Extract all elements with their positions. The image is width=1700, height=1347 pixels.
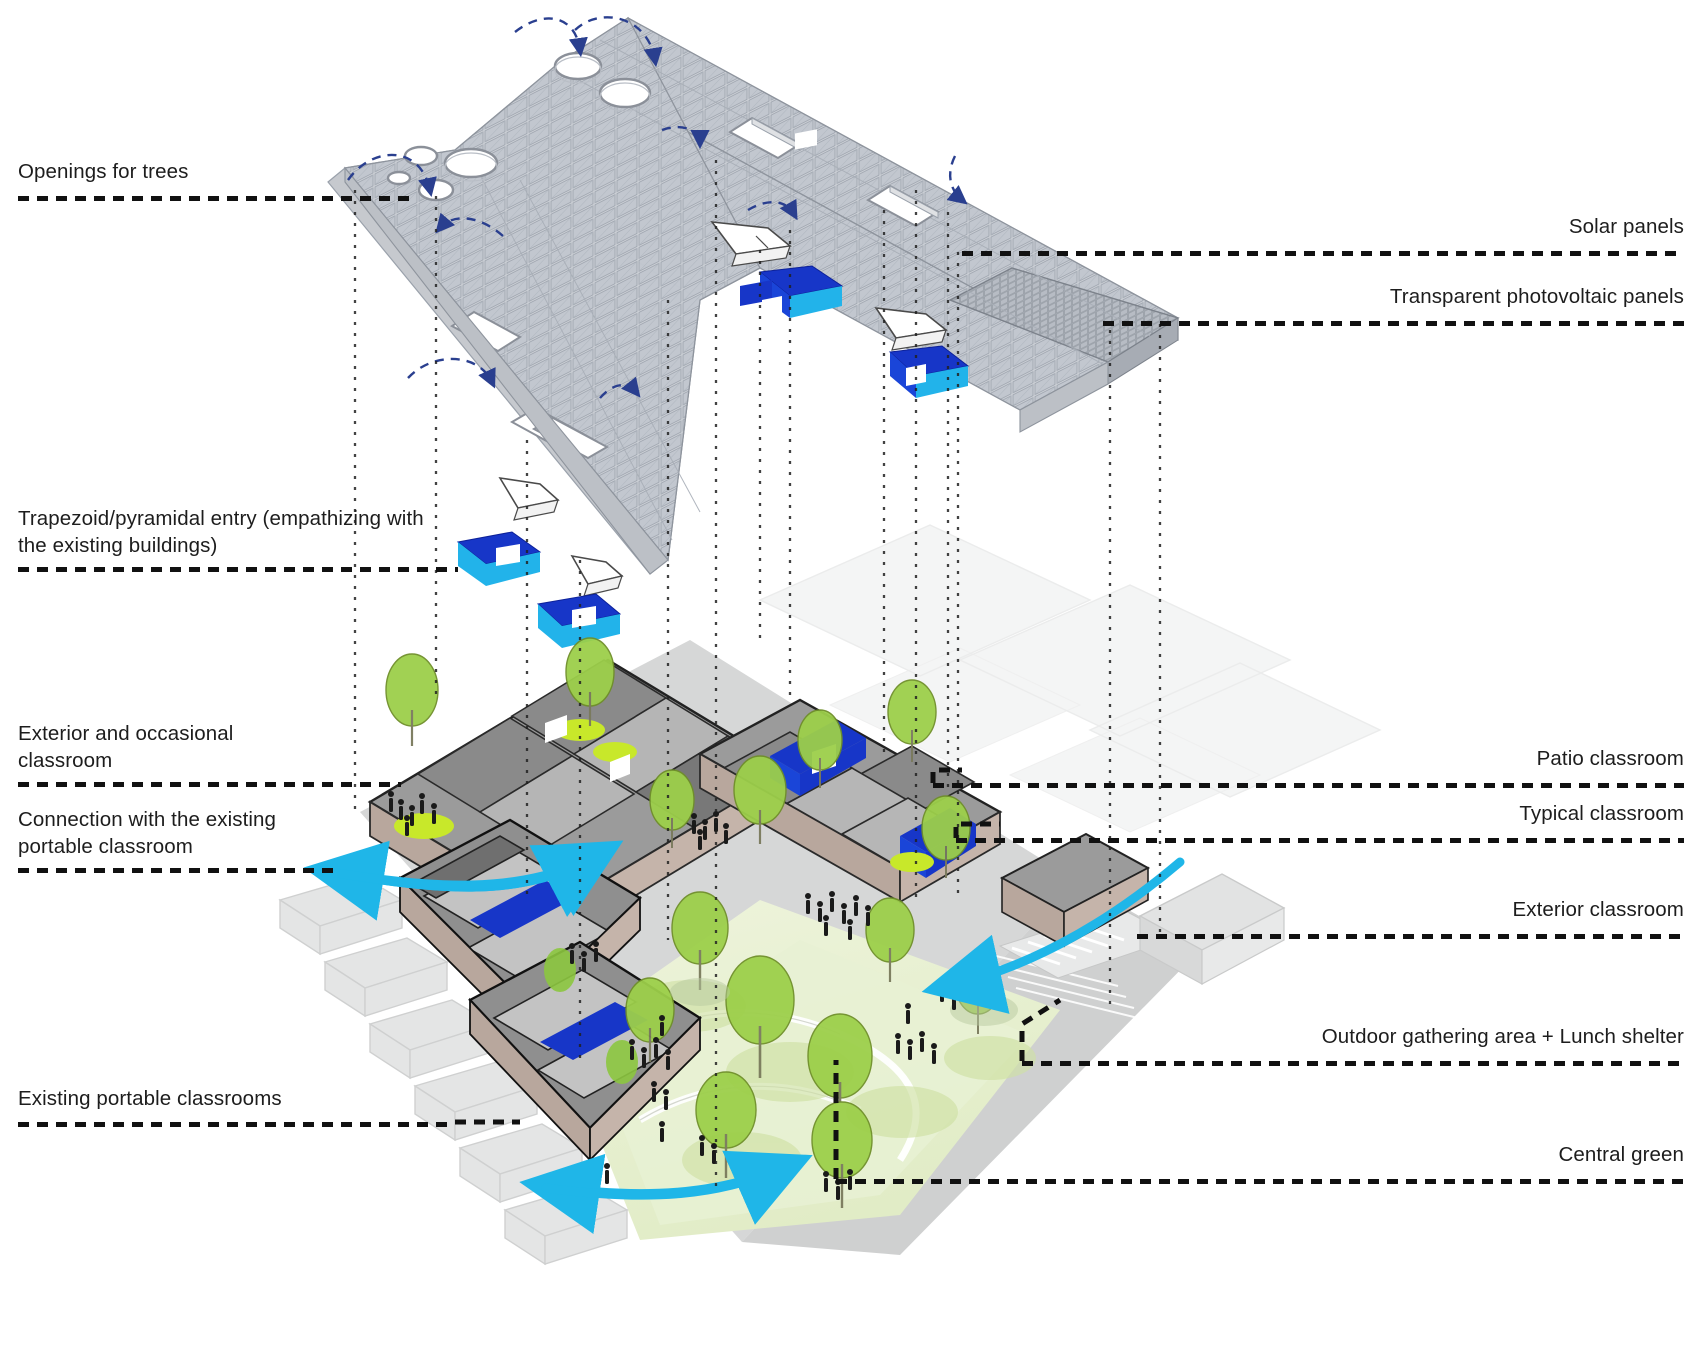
label-transparent-photovoltaic-panels: Transparent photovoltaic panels <box>1389 285 1684 308</box>
label-typical-classroom: Typical classroom <box>1519 802 1684 825</box>
label-central-green: Central green <box>1558 1143 1684 1166</box>
trapezoid-entry-roof <box>710 221 792 267</box>
leader-existing-portable-classrooms <box>18 1122 455 1127</box>
trapezoid-entry-roof <box>570 554 624 597</box>
trapezoid-entry-roof <box>874 306 948 351</box>
leader-solar-panels <box>962 251 1684 256</box>
label-openings-for-trees: Openings for trees <box>18 160 189 183</box>
leader-connection-with-existing-portable-classroom <box>18 868 338 873</box>
label-solar-panels: Solar panels <box>1568 215 1684 238</box>
label-outdoor-gathering-lunch-shelter: Outdoor gathering area + Lunch shelter <box>1321 1025 1684 1048</box>
leader-patio-classroom <box>933 783 1684 788</box>
leader-openings-for-trees <box>18 196 416 201</box>
leader-central-green <box>836 1179 1684 1184</box>
leader-outdoor-gathering-lunch-shelter <box>1022 1061 1684 1066</box>
leader-exterior-and-occasional-classroom <box>18 782 401 787</box>
entry-module <box>740 129 844 318</box>
leader-typical-classroom <box>956 838 1684 843</box>
entry-module <box>456 531 542 586</box>
leader-exterior-classroom <box>1137 934 1684 939</box>
solar-canopy-roof <box>327 16 1180 575</box>
people-silhouettes <box>388 791 957 1200</box>
leader-connector <box>455 767 1062 1179</box>
label-trapezoid-pyramidal-entry: Trapezoid/pyramidal entry (empathizing w… <box>18 507 424 557</box>
label-connection-with-existing-portable-classroom: Connection with the existing portable cl… <box>18 808 277 858</box>
label-patio-classroom: Patio classroom <box>1536 747 1684 770</box>
label-exterior-and-occasional-classroom: Exterior and occasional classroom <box>18 722 234 772</box>
label-exterior-classroom: Exterior classroom <box>1512 898 1684 921</box>
leader-transparent-photovoltaic-panels <box>1103 321 1684 326</box>
leader-trapezoid-pyramidal-entry <box>18 567 458 572</box>
circulation-flow-arrow-head <box>325 843 813 1225</box>
projection-line <box>353 160 1162 1190</box>
label-existing-portable-classrooms: Existing portable classrooms <box>18 1087 282 1110</box>
trapezoid-entry-roof <box>498 476 560 521</box>
entry-module <box>536 593 622 648</box>
entry-module-group <box>456 129 970 648</box>
rotation-arrow <box>347 16 968 399</box>
